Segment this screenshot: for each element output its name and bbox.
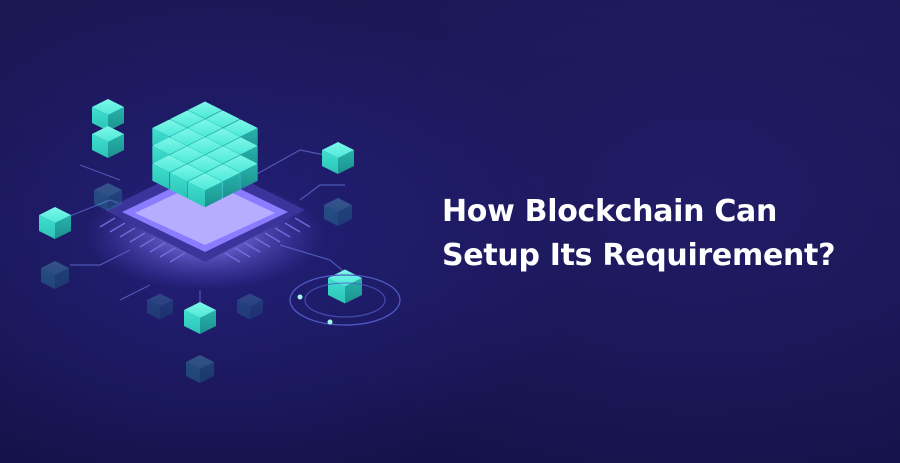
headline-line-1: How Blockchain Can bbox=[442, 194, 778, 229]
cluster-cube bbox=[188, 173, 222, 208]
satellite-cube bbox=[92, 99, 124, 131]
headline-line-2: Setup Its Requirement? bbox=[442, 238, 836, 273]
chip-platform bbox=[85, 160, 325, 290]
reflection-cube bbox=[324, 198, 352, 226]
satellite-cube bbox=[92, 126, 124, 158]
orbit-ring bbox=[289, 274, 401, 326]
cube-cluster bbox=[152, 101, 258, 208]
satellite-cube bbox=[184, 302, 216, 334]
reflection-cube bbox=[186, 355, 214, 383]
reflection-cube bbox=[94, 183, 122, 211]
satellite-cube bbox=[322, 142, 354, 174]
blockchain-cubes-icon bbox=[39, 99, 401, 383]
reflection-cube bbox=[41, 261, 69, 289]
satellite-cubes bbox=[39, 99, 362, 383]
headline: How Blockchain Can Setup Its Requirement… bbox=[442, 190, 892, 278]
satellite-cube bbox=[39, 207, 71, 239]
reflection-cube bbox=[237, 293, 263, 320]
reflection-cube bbox=[147, 293, 173, 320]
